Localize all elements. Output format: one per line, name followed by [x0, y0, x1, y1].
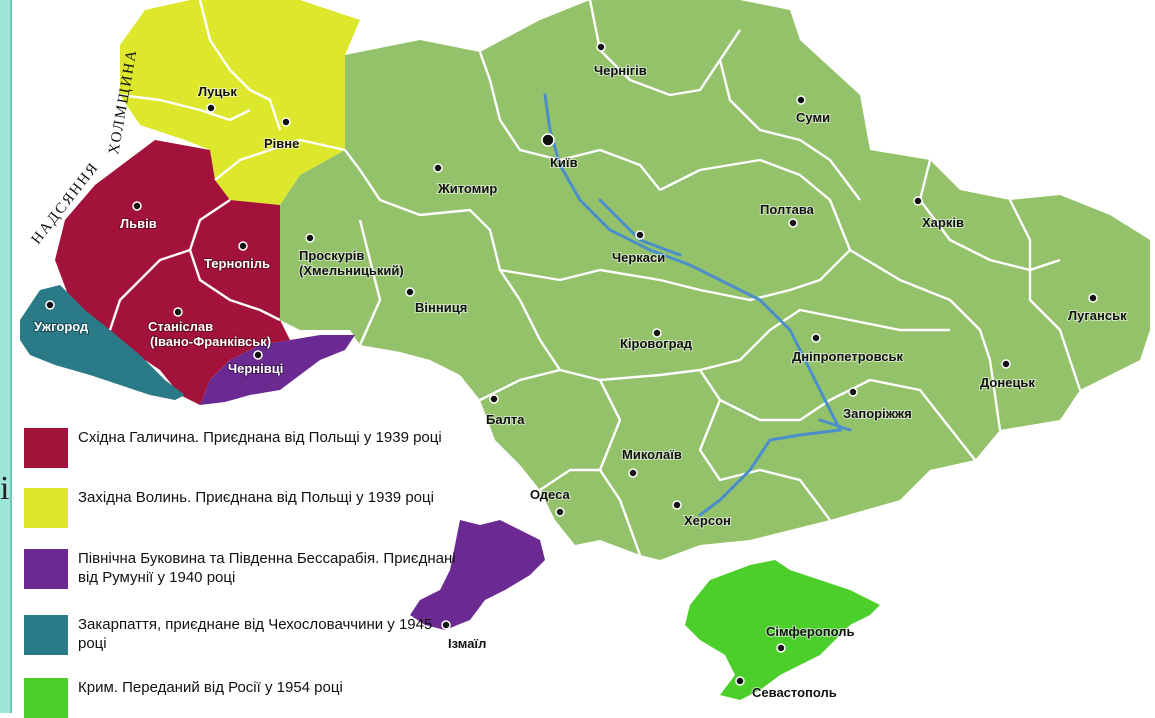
- city-chernivtsi: Чернівці: [228, 361, 283, 376]
- city-kherson: Херсон: [684, 513, 731, 528]
- city-luhansk: Луганськ: [1068, 308, 1127, 323]
- city-kharkiv: Харків: [922, 215, 964, 230]
- legend-item-galicia: Східна Галичина. Приєднана від Польщі у …: [24, 428, 458, 468]
- city-zhytomyr: Житомир: [437, 181, 497, 196]
- region-ussr-1939: [280, 0, 1150, 560]
- region-bessarabia: [410, 520, 545, 630]
- city-lutsk: Луцьк: [198, 84, 237, 99]
- city-izmail: Ізмаїл: [448, 636, 486, 651]
- city-balta: Балта: [486, 412, 525, 427]
- region-volyn: [120, 0, 360, 205]
- city-sumy: Суми: [796, 110, 830, 125]
- city-poltava: Полтава: [760, 202, 815, 217]
- legend-item-zakarpattia: Закарпаття, приєднане від Чехословаччини…: [24, 615, 458, 655]
- city-stanislav-alt: (Івано-Франківськ): [150, 334, 271, 349]
- city-uzhhorod: Ужгород: [34, 319, 89, 334]
- city-kirovohrad: Кіровоград: [620, 336, 693, 351]
- region-zakarpattia: [20, 285, 185, 400]
- legend-text: Крим. Переданий від Росії у 1954 році: [78, 679, 343, 696]
- legend-swatch: [24, 428, 68, 468]
- city-sevastopol: Севастополь: [752, 685, 837, 700]
- legend-text: Північна Буковина та Південна Бессарабія…: [78, 550, 456, 586]
- left-frame-strip: [0, 0, 10, 713]
- city-mykolaiv: Миколаїв: [622, 447, 682, 462]
- legend-item-volyn: Західна Волинь. Приєднана від Польщі у 1…: [24, 488, 458, 528]
- stray-glyph: і: [0, 470, 10, 507]
- city-stanislav: Станіслав: [148, 319, 213, 334]
- region-bukovina: [200, 335, 355, 405]
- city-proskuriv-alt: (Хмельницький): [299, 263, 404, 278]
- city-proskuriv: Проскурів: [299, 248, 364, 263]
- city-simferopol: Сімферополь: [766, 624, 854, 639]
- city-vinnytsia: Вінниця: [415, 300, 467, 315]
- legend-text: Західна Волинь. Приєднана від Польщі у 1…: [78, 489, 434, 506]
- city-dnipropetrovsk: Дніпропетровськ: [792, 349, 904, 364]
- city-donetsk: Донецьк: [980, 375, 1035, 390]
- city-labels: Луцьк Рівне Львів Тернопіль Ужгород Стан…: [33, 62, 1128, 701]
- legend-swatch: [24, 549, 68, 589]
- city-cherkasy: Черкаси: [612, 250, 665, 265]
- legend-item-crimea: Крим. Переданий від Росії у 1954 році: [24, 678, 458, 718]
- city-ternopil: Тернопіль: [204, 256, 270, 271]
- region-crimea: [685, 560, 880, 700]
- legend-text: Східна Галичина. Приєднана від Польщі у …: [78, 429, 442, 446]
- rivers: [543, 93, 852, 517]
- city-odesa: Одеса: [530, 487, 570, 502]
- left-frame-line: [10, 0, 12, 713]
- city-kyiv: Київ: [550, 155, 578, 170]
- legend-text: Закарпаття, приєднане від Чехословаччини…: [78, 616, 433, 652]
- legend-swatch: [24, 678, 68, 718]
- legend-swatch: [24, 615, 68, 655]
- city-dots: [45, 42, 1098, 686]
- city-zaporizhzhia: Запоріжжя: [843, 406, 912, 421]
- legend-swatch: [24, 488, 68, 528]
- city-chernihiv: Чернігів: [594, 63, 647, 78]
- city-lviv: Львів: [120, 216, 157, 231]
- city-rivne: Рівне: [264, 136, 299, 151]
- oblast-boundaries: [108, 0, 1082, 556]
- legend-item-bukovina: Північна Буковина та Південна Бессарабія…: [24, 549, 458, 589]
